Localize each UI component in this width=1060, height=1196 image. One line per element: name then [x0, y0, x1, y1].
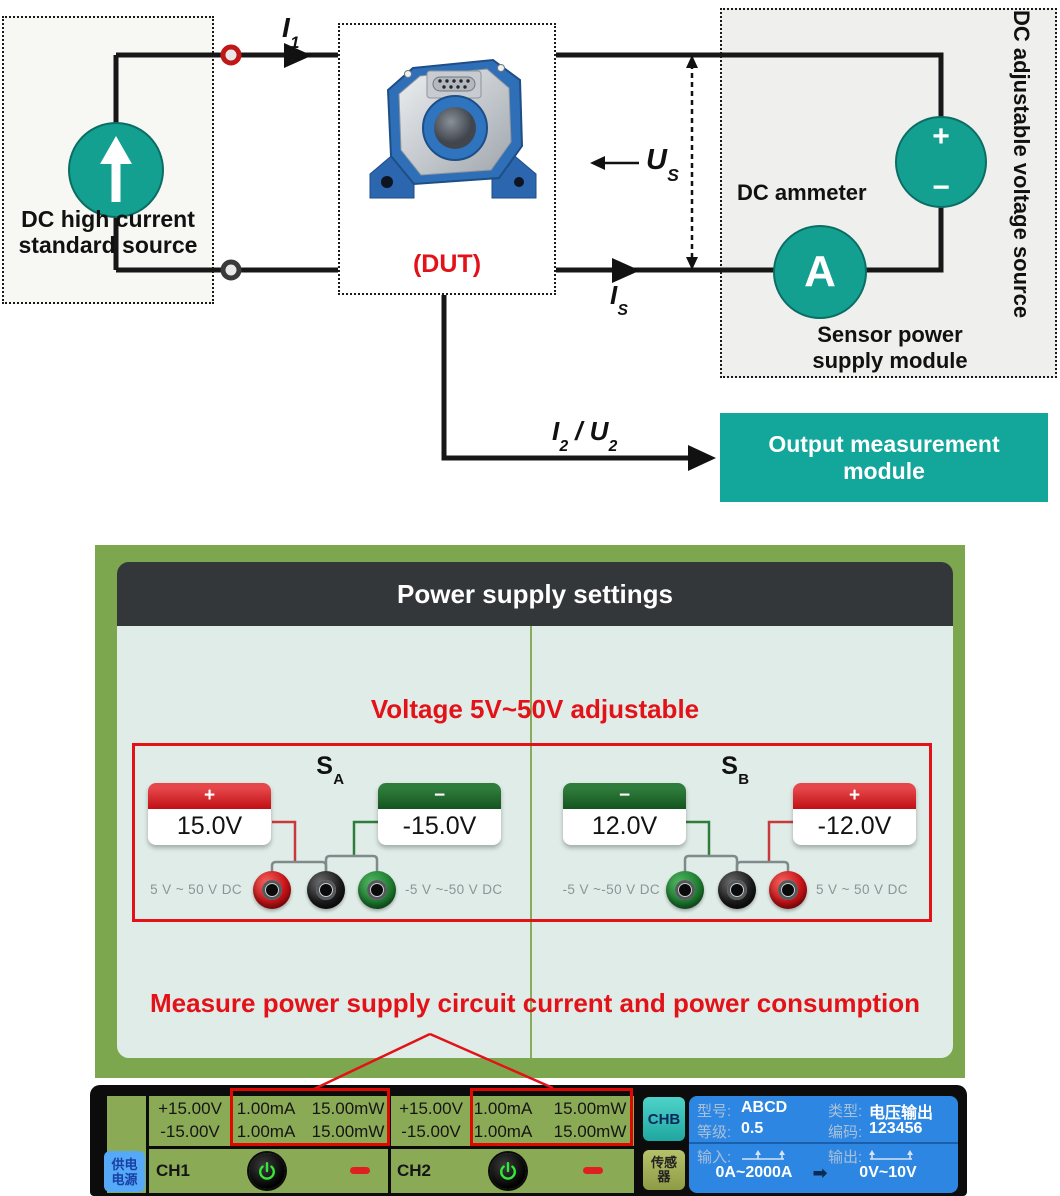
- dut-label: (DUT): [412, 250, 482, 278]
- dc-source-label: DC high current standard source: [18, 206, 198, 258]
- supply-red-frame: [132, 743, 932, 922]
- ch1-highlight-frame: [230, 1088, 390, 1146]
- terminal-gray: [220, 259, 242, 281]
- current-source-symbol: [68, 122, 164, 218]
- ch1-power-2: 15.00mW: [311, 1122, 385, 1141]
- sb-positive-sign: +: [793, 783, 916, 809]
- sa-black-jack: [307, 871, 345, 909]
- chb-button[interactable]: CHB: [643, 1097, 685, 1141]
- sensor-button[interactable]: 传感 器: [643, 1150, 685, 1190]
- voltage-source-symbol: + −: [895, 116, 987, 208]
- type-label: 类型:: [828, 1103, 863, 1120]
- voltage-note: Voltage 5V~50V adjustable: [370, 694, 700, 724]
- i2-u2-label: I2 / U2: [552, 416, 618, 455]
- ch2-current-2: 1.00mA: [473, 1122, 533, 1141]
- sb-negative-sign: −: [563, 783, 686, 809]
- ch1-power-button[interactable]: [249, 1153, 285, 1189]
- divider-v1: [146, 1096, 149, 1193]
- sa-label: SA: [316, 752, 345, 789]
- power-icon: [259, 1162, 275, 1180]
- grade-value: 0.5: [741, 1120, 764, 1137]
- ch2-power-2: 15.00mW: [553, 1122, 627, 1141]
- sb-negative-card: − 12.0V: [563, 783, 686, 845]
- code-value: 123456: [869, 1120, 923, 1137]
- settings-panel-header: Power supply settings: [117, 562, 953, 626]
- settings-panel-title: Power supply settings: [397, 578, 673, 609]
- ch1-indicator: [350, 1167, 370, 1174]
- sb-black-jack: [718, 871, 756, 909]
- output-module-box: Output measurement module: [720, 413, 1048, 502]
- sa-left-range: 5 V ~ 50 V DC: [150, 882, 242, 897]
- ch1-voltage-1: +15.00V: [158, 1099, 222, 1118]
- terminal-red: [220, 44, 242, 66]
- type-value: 电压输出: [869, 1105, 934, 1122]
- current-sensor-photo: [369, 58, 537, 199]
- ch2-voltage-2: -15.00V: [401, 1122, 461, 1141]
- sb-right-range: 5 V ~ 50 V DC: [816, 882, 908, 897]
- sb-left-range: -5 V ~-50 V DC: [562, 882, 660, 897]
- grade-label: 等级:: [697, 1124, 732, 1141]
- model-value: ABCD: [741, 1099, 788, 1116]
- input-range-icon: [742, 1150, 785, 1160]
- output-range-value: 0V~10V: [859, 1164, 917, 1181]
- sa-negative-card: − -15.0V: [378, 783, 501, 845]
- ch1-current-2: 1.00mA: [236, 1122, 296, 1141]
- sb-positive-value: -12.0V: [817, 812, 892, 840]
- output-label: 输出:: [828, 1149, 863, 1166]
- ch2-indicator: [583, 1167, 603, 1174]
- sa-green-jack: [358, 871, 396, 909]
- code-label: 编码:: [828, 1124, 863, 1141]
- model-label: 型号:: [697, 1103, 732, 1120]
- ch2-highlight-frame: [470, 1088, 633, 1146]
- ch2-power-1: 15.00mW: [553, 1099, 627, 1118]
- sa-positive-card: + 15.0V: [148, 783, 271, 845]
- sb-negative-value: 12.0V: [591, 812, 658, 840]
- sb-green-jack: [666, 871, 704, 909]
- divider-h1: [146, 1146, 634, 1149]
- sa-red-jack: [253, 871, 291, 909]
- range-arrow-icon: ➡: [812, 1163, 828, 1183]
- supply-power-tab[interactable]: 供电 电源: [104, 1151, 145, 1192]
- info-screen: [689, 1096, 958, 1193]
- ch2-current-1: 1.00mA: [473, 1099, 533, 1118]
- ch2-voltage-1: +15.00V: [399, 1099, 463, 1118]
- output-range-icon: [869, 1150, 913, 1160]
- input-label: 输入:: [697, 1149, 732, 1166]
- sensor-module-label: Sensor power supply module: [812, 322, 968, 373]
- measure-note: Measure power supply circuit current and…: [149, 988, 921, 1018]
- ch1-power-1: 15.00mW: [311, 1099, 385, 1118]
- ch2-label: CH2: [397, 1161, 432, 1180]
- input-range-value: 0A~2000A: [715, 1164, 793, 1181]
- us-measure-arrows: [590, 55, 698, 270]
- us-label: US: [646, 144, 679, 185]
- ch1-current-1: 1.00mA: [236, 1099, 296, 1118]
- plus-sign: +: [932, 120, 950, 153]
- ch2-power-button[interactable]: [490, 1153, 526, 1189]
- sa-positive-sign: +: [148, 783, 271, 809]
- is-label: IS: [610, 280, 628, 319]
- panel-divider: [530, 626, 532, 1058]
- sb-positive-card: + -12.0V: [793, 783, 916, 845]
- sa-positive-value: 15.0V: [176, 812, 243, 840]
- vsource-vertical-label: DC adjustable voltage source: [1009, 10, 1034, 319]
- power-icon: [500, 1162, 516, 1180]
- sa-negative-sign: −: [378, 783, 501, 809]
- minus-sign: −: [932, 171, 950, 204]
- sa-right-range: -5 V ~-50 V DC: [405, 882, 503, 897]
- ch1-label: CH1: [156, 1161, 191, 1180]
- i1-label: I1: [282, 12, 300, 53]
- sb-red-jack: [769, 871, 807, 909]
- sb-label: SB: [721, 752, 750, 789]
- sa-negative-value: -15.0V: [402, 812, 477, 840]
- ammeter-symbol: A: [773, 225, 867, 319]
- ch1-voltage-2: -15.00V: [160, 1122, 220, 1141]
- up-arrow-icon: [100, 136, 132, 202]
- screen-divider: [689, 1142, 958, 1144]
- dc-ammeter-label: DC ammeter: [737, 180, 867, 205]
